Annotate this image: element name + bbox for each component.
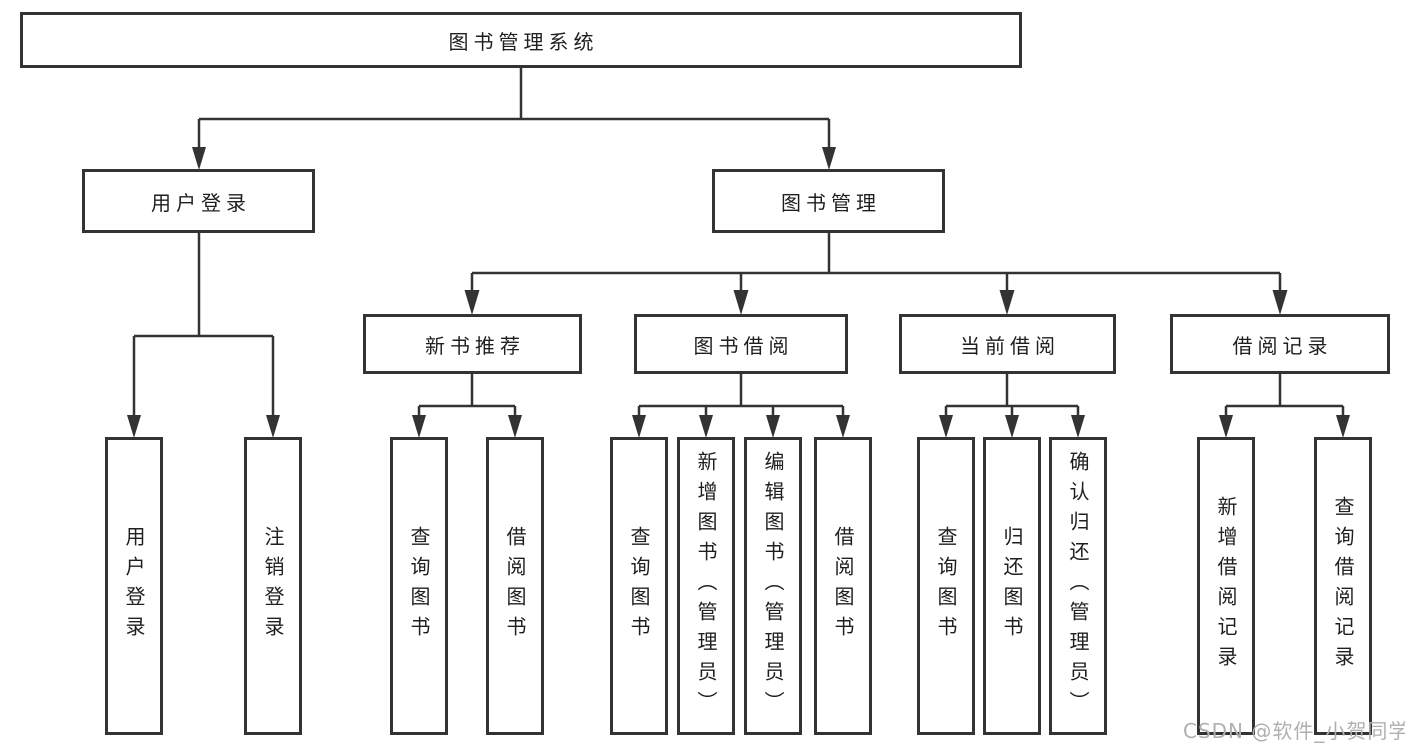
leaf-cb-query-books: 查询图书 <box>917 437 975 735</box>
leaf-nb-query-books-label: 查询图书 <box>407 526 431 646</box>
leaf-br-add-record: 新增借阅记录 <box>1197 437 1255 735</box>
leaf-br-query-record: 查询借阅记录 <box>1314 437 1372 735</box>
leaf-cb-confirm-return-admin-label: 确认归还（管理员） <box>1066 451 1090 721</box>
leaf-bb-borrow-books: 借阅图书 <box>814 437 872 735</box>
node-borrow-records: 借阅记录 <box>1170 314 1390 374</box>
node-new-book-recommend: 新书推荐 <box>363 314 582 374</box>
leaf-cb-confirm-return-admin: 确认归还（管理员） <box>1049 437 1107 735</box>
leaf-bb-add-books-admin: 新增图书（管理员） <box>677 437 735 735</box>
node-current-borrowing: 当前借阅 <box>899 314 1116 374</box>
leaf-bb-query-books-label: 查询图书 <box>627 526 651 646</box>
leaf-nb-query-books: 查询图书 <box>390 437 448 735</box>
leaf-user-login: 用户登录 <box>105 437 163 735</box>
leaf-logout-label: 注销登录 <box>261 526 285 646</box>
leaf-bb-query-books: 查询图书 <box>610 437 668 735</box>
leaf-cb-return-books: 归还图书 <box>983 437 1041 735</box>
leaf-bb-add-books-admin-label: 新增图书（管理员） <box>694 451 718 721</box>
node-library-management-system: 图书管理系统 <box>20 12 1022 68</box>
leaf-bb-edit-books-admin-label: 编辑图书（管理员） <box>761 451 785 721</box>
leaf-cb-return-books-label: 归还图书 <box>1000 526 1024 646</box>
leaf-bb-borrow-books-label: 借阅图书 <box>831 526 855 646</box>
node-book-borrowing: 图书借阅 <box>634 314 848 374</box>
leaf-br-add-record-label: 新增借阅记录 <box>1214 496 1238 676</box>
leaf-bb-edit-books-admin: 编辑图书（管理员） <box>744 437 802 735</box>
leaf-user-login-label: 用户登录 <box>122 526 146 646</box>
node-book-management: 图书管理 <box>712 169 945 233</box>
node-user-login: 用户登录 <box>82 169 315 233</box>
leaf-nb-borrow-books: 借阅图书 <box>486 437 544 735</box>
leaf-logout: 注销登录 <box>244 437 302 735</box>
leaf-cb-query-books-label: 查询图书 <box>934 526 958 646</box>
leaf-nb-borrow-books-label: 借阅图书 <box>503 526 527 646</box>
leaf-br-query-record-label: 查询借阅记录 <box>1331 496 1355 676</box>
watermark: CSDN @软件_小贺同学 <box>1183 719 1405 743</box>
